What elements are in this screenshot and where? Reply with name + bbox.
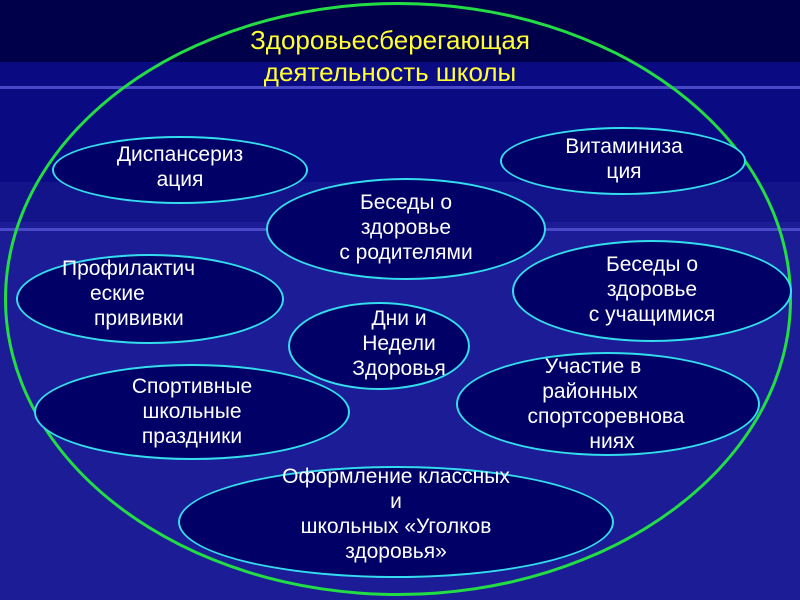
node-besedy-uchashchiesya [512, 240, 792, 342]
label-privivki: Профилактич еские прививки [50, 256, 230, 331]
label-line: школьные [142, 400, 242, 423]
label-besedy-uchashchiesya: Беседы о здоровье с учащимися [552, 252, 752, 327]
label-vitaminizatsiya: Витаминиза ция [524, 134, 724, 184]
label-line: Участие в [544, 355, 642, 378]
label-line: и [390, 490, 402, 513]
label-line: Дни и [371, 307, 427, 330]
label-line: школьных «Уголков [300, 515, 492, 538]
title-line: Здоровьесберегающая [250, 25, 530, 55]
label-line: Оформление классных [282, 465, 510, 488]
label-line: Здоровья [352, 357, 446, 380]
label-line: Недели [362, 332, 436, 355]
label-line: ация [156, 168, 204, 191]
label-line: здоровье [606, 278, 698, 301]
label-line: спортсоревнова [527, 405, 685, 428]
label-dispanserizatsiya: Диспансериз ация [80, 142, 280, 192]
label-line: праздники [141, 425, 243, 448]
label-line: здоровье [360, 216, 452, 239]
node-dispanserizatsiya [52, 136, 308, 204]
label-sport-prazdniki: Спортивные школьные праздники [92, 374, 292, 449]
label-line: районных [542, 380, 638, 403]
node-sportsorevnovaniya [456, 352, 760, 456]
label-sportsorevnovaniya: Участие в районных спортсоревнова ниях [498, 354, 714, 454]
node-besedy-roditeli [266, 178, 546, 280]
node-sport-prazdniki [34, 364, 350, 460]
label-line: ция [606, 160, 642, 183]
label-line: Беседы о [605, 253, 699, 276]
node-vitaminizatsiya [500, 127, 746, 195]
label-line: с учащимися [588, 303, 716, 326]
label-line: Профилактич [62, 257, 196, 280]
node-ugolki [178, 466, 614, 578]
label-line: Спортивные [131, 375, 253, 398]
label-line: Витаминиза [565, 135, 683, 158]
diagram-title: Здоровьесберегающая деятельность школы [180, 24, 600, 88]
outer-ellipse [4, 2, 792, 596]
label-line: Диспансериз [116, 143, 244, 166]
label-line: здоровья» [345, 540, 447, 563]
node-dni-zdorovya [288, 302, 470, 390]
label-ugolki: Оформление классных и школьных «Уголков … [236, 464, 556, 564]
label-dni-zdorovya: Дни и Недели Здоровья [329, 306, 469, 381]
node-privivki [16, 254, 284, 344]
label-besedy-roditeli: Беседы о здоровье с родителями [306, 190, 506, 265]
title-line: деятельность школы [263, 57, 517, 87]
label-line: еские [90, 282, 145, 305]
label-line: с родителями [339, 241, 473, 264]
label-line: ниях [589, 430, 635, 453]
label-line: прививки [94, 307, 184, 330]
label-line: Беседы о [359, 191, 453, 214]
